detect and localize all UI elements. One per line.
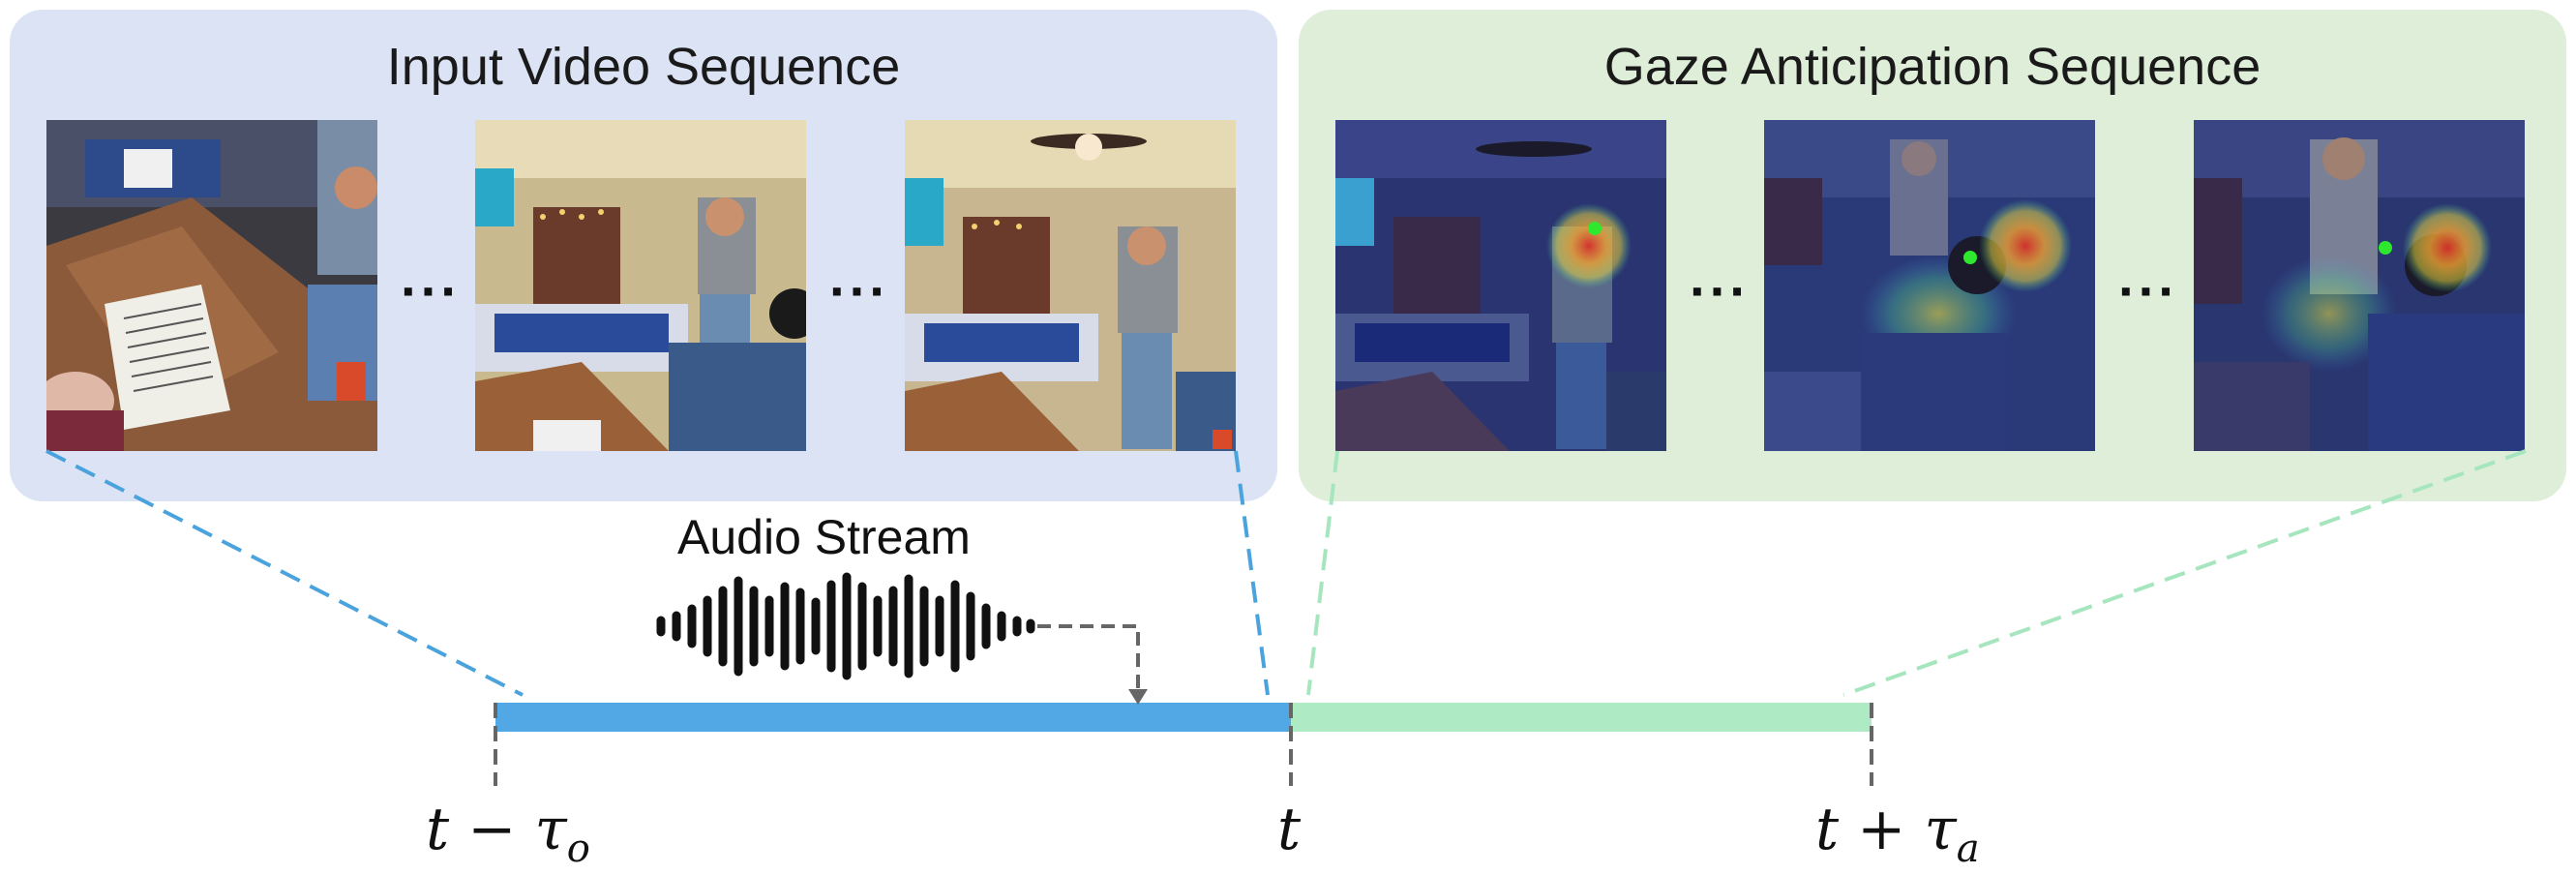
input-ellipsis-2: ··· (829, 260, 889, 321)
gaze-ellipsis-2: ··· (2118, 260, 2178, 321)
label-end: t + τa (1815, 796, 1980, 871)
anticipation-connector-left (1306, 450, 1339, 696)
input-video-panel: Input Video Sequence ··· (10, 10, 1277, 501)
observed-connector-right (1234, 450, 1270, 696)
audio-arrow (1037, 624, 1140, 692)
input-panel-title: Input Video Sequence (386, 38, 901, 96)
label-start: t − τo (426, 796, 590, 871)
audio-stream-label: Audio Stream (677, 510, 971, 564)
label-mid: t (1277, 796, 1302, 863)
input-frame-3 (905, 120, 1236, 451)
gaze-anticipation-panel: Gaze Anticipation Sequence (1299, 10, 2566, 501)
gaze-frame-1 (1335, 120, 1666, 451)
input-frame-1 (46, 120, 377, 451)
audio-arrowhead (1128, 689, 1148, 705)
anticipation-bar (1291, 703, 1872, 732)
observed-bar (495, 703, 1291, 732)
gaze-ellipsis-1: ··· (1690, 260, 1750, 321)
gaze-panel-title: Gaze Anticipation Sequence (1603, 38, 2261, 96)
anticipation-connector-right (1842, 449, 2527, 697)
observed-connector-left (45, 449, 524, 697)
gaze-frame-2 (1764, 120, 2095, 451)
gaze-frame-3 (2194, 120, 2525, 451)
audio-waveform (656, 572, 1035, 680)
input-frame-2 (475, 120, 806, 451)
input-ellipsis-1: ··· (401, 260, 461, 321)
